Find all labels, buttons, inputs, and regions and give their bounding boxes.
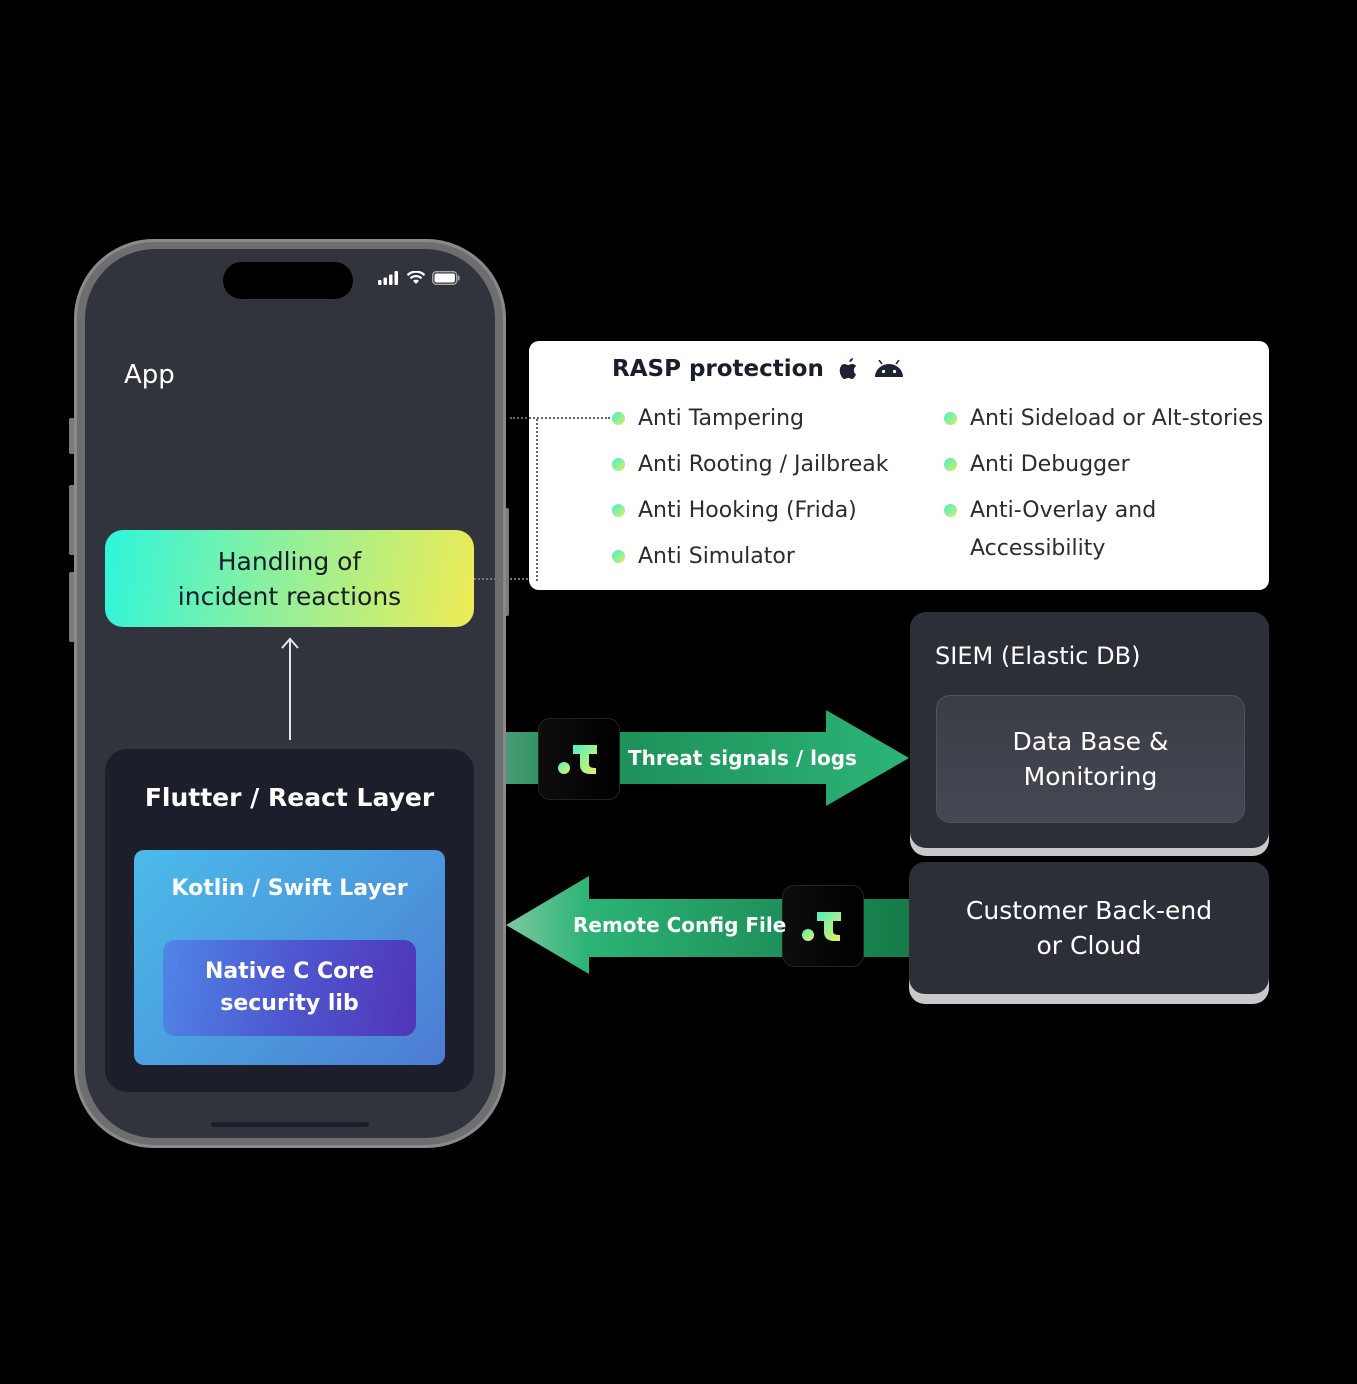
home-indicator [211,1122,369,1127]
phone-power-button [503,508,509,616]
rasp-protection-card [529,341,1269,590]
signal-icon [378,271,398,285]
incident-line-1: Handling of [217,546,362,576]
talsec-logo-tile [782,885,864,967]
bullet-icon [612,412,625,425]
dotted-connector-incident [474,578,536,580]
wifi-icon [406,271,426,284]
threat-signals-label: Threat signals / logs [628,746,857,770]
remote-config-label: Remote Config File [573,913,787,937]
rasp-item: Anti Tampering [612,400,804,438]
rasp-item-label: Anti Sideload or Alt-stories [970,406,1264,431]
incident-reactions-box: Handling of incident reactions [105,530,474,627]
rasp-item-label: Anti Tampering [638,406,804,431]
rasp-item: Anti Hooking (Frida) [612,492,857,530]
flutter-layer-title: Flutter / React Layer [144,783,435,812]
arrow-up-icon [281,637,299,740]
phone-volume-up-button [69,485,75,555]
bullet-icon [944,504,957,517]
kotlin-layer-title: Kotlin / Swift Layer [171,876,408,901]
talsec-logo-tile [538,718,620,800]
rasp-item-label-continuation: Accessibility [970,536,1106,561]
db-line-1: Data Base & [1012,727,1169,756]
battery-icon [432,271,460,285]
customer-backend-box: Customer Back-end or Cloud [909,862,1269,994]
rasp-item: Anti Simulator [612,538,795,576]
apple-icon [839,358,857,379]
android-icon [874,360,903,377]
backend-line-1: Customer Back-end [965,896,1213,925]
rasp-item-label: Anti Hooking (Frida) [638,498,857,523]
dotted-connector-top [510,417,610,419]
rasp-item-label: Anti-Overlay and [970,498,1157,523]
status-bar [378,271,460,285]
siem-title: SIEM (Elastic DB) [935,642,1141,670]
rasp-item: Anti Sideload or Alt-stories [944,400,1263,438]
talsec-logo-icon [802,912,841,941]
dynamic-island [223,262,353,299]
app-label: App [124,360,175,390]
native-line-1: Native C Core [204,959,375,984]
bullet-icon [944,412,957,425]
db-line-2: Monitoring [1023,762,1158,791]
rasp-title-text: RASP protection [612,356,824,382]
bullet-icon [612,458,625,471]
bullet-icon [612,550,625,563]
talsec-logo-icon [558,745,597,774]
incident-line-2: incident reactions [177,581,402,611]
phone-volume-down-button [69,572,75,642]
rasp-title: RASP protection [612,356,904,382]
rasp-item-label: Anti Debugger [970,452,1130,477]
rasp-item: Anti Debugger [944,446,1130,484]
dotted-connector-vertical [536,419,538,581]
rasp-item: Anti Rooting / Jailbreak [612,446,888,484]
bullet-icon [612,504,625,517]
rasp-item-label: Anti Rooting / Jailbreak [638,452,889,477]
rasp-item-label: Anti Simulator [638,544,795,569]
database-monitoring-box: Data Base & Monitoring [936,695,1245,823]
phone-action-button [69,418,75,454]
bullet-icon [944,458,957,471]
backend-line-2: or Cloud [1036,931,1142,960]
native-line-2: security lib [220,991,359,1016]
native-c-core-box: Native C Core security lib [163,940,416,1036]
